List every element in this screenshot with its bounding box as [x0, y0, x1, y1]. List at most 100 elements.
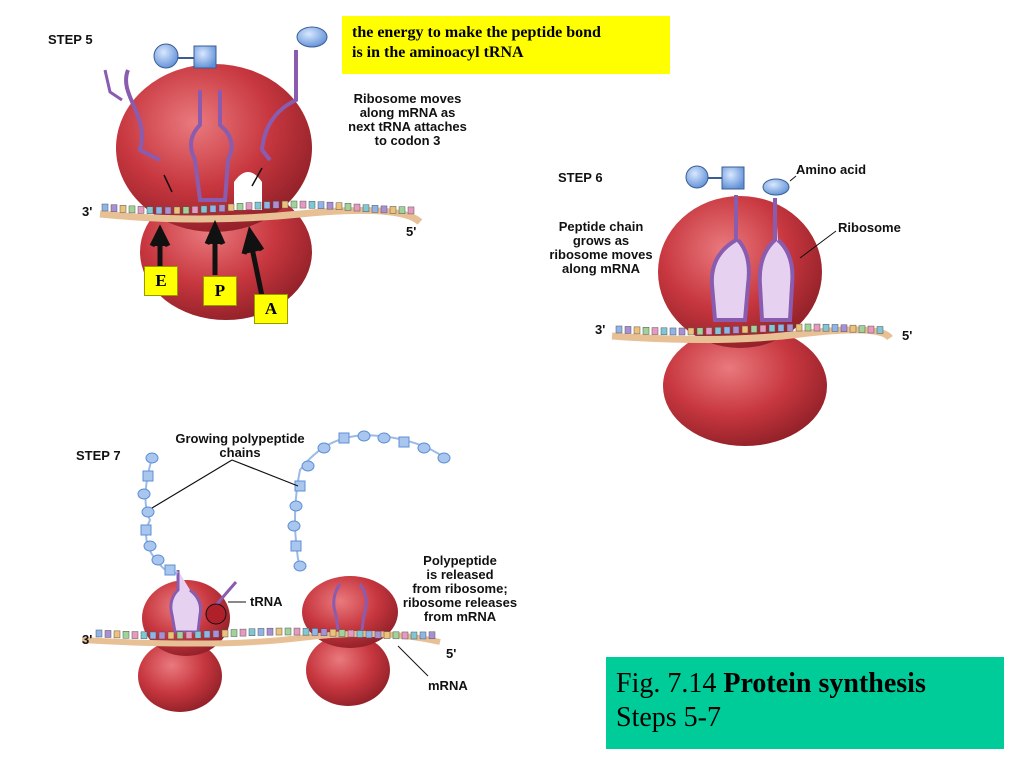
- codon-base: [651, 327, 659, 335]
- codon-base: [362, 204, 370, 212]
- codon-base: [428, 631, 436, 640]
- codon-base: [113, 630, 121, 639]
- figure-caption: Fig. 7.14 Protein synthesis Steps 5-7: [606, 657, 1004, 749]
- codon-base: [398, 206, 406, 214]
- codon-base: [263, 201, 271, 209]
- codon-base: [311, 628, 319, 636]
- step7-ribosome1-small: [138, 640, 222, 712]
- codon-base: [275, 627, 283, 636]
- step6-trna-a: [757, 198, 795, 322]
- energy-note-line1: the energy to make the peptide bond: [352, 24, 601, 41]
- codon-base: [732, 326, 740, 334]
- codon-base: [615, 325, 623, 334]
- codon-base: [822, 323, 830, 332]
- step5-diagram: [99, 26, 423, 320]
- codon-base: [227, 203, 235, 212]
- codon-base: [401, 631, 409, 640]
- step5-large-subunit: [116, 64, 312, 232]
- codon-base: [149, 631, 157, 640]
- codon-base: [290, 200, 298, 209]
- amino-acid-bead: [417, 442, 431, 454]
- codon-base: [705, 327, 713, 335]
- codon-base: [795, 323, 803, 332]
- figure-number: Fig. 7.14: [616, 668, 724, 699]
- codon-base: [308, 201, 316, 209]
- step7-diagram: [81, 430, 451, 712]
- codon-base: [365, 630, 373, 639]
- a-site-label: A: [254, 294, 288, 324]
- codon-base: [624, 326, 632, 334]
- step5-title: STEP 5: [48, 32, 93, 47]
- codon-base: [194, 630, 202, 639]
- codon-base: [119, 205, 127, 213]
- codon-base: [356, 630, 364, 638]
- codon-base: [840, 324, 848, 333]
- step6-amino-acid-1: [685, 165, 709, 189]
- step5-mrna: [99, 206, 423, 225]
- codon-base: [182, 206, 190, 214]
- codon-base: [383, 631, 391, 639]
- growing-chains-label: Growing polypeptide chains: [175, 431, 305, 460]
- amino-acid-bead: [338, 432, 350, 444]
- codon-base: [254, 201, 262, 210]
- codon-base: [281, 200, 289, 209]
- codon-base: [272, 201, 280, 209]
- step6-codons: [615, 323, 884, 336]
- codon-base: [347, 629, 355, 638]
- step5-amino-acid-1: [153, 43, 179, 69]
- step6-title: STEP 6: [558, 170, 603, 185]
- codon-base: [131, 631, 139, 639]
- codon-base: [660, 327, 668, 336]
- codon-base: [777, 324, 785, 332]
- codon-base: [410, 631, 418, 640]
- step6-caption: Peptide chain grows as ribosome moves al…: [549, 219, 653, 276]
- codon-base: [128, 205, 136, 214]
- codon-base: [329, 628, 337, 637]
- amino-acid-bead: [143, 540, 157, 552]
- codon-base: [104, 630, 112, 638]
- step5-caption: Ribosome moves along mRNA as next tRNA a…: [348, 91, 467, 148]
- step6-amino-acid-3: [762, 178, 790, 196]
- codon-base: [185, 631, 193, 639]
- codon-base: [101, 203, 109, 212]
- step7-polypeptide-1: [137, 452, 176, 576]
- codon-base: [248, 628, 256, 636]
- step6-trna-p: [709, 195, 751, 322]
- amino-acid-bead: [145, 452, 159, 464]
- step6-5prime: 5': [902, 328, 913, 343]
- amino-acid-bead: [289, 500, 303, 512]
- amino-acid-label: Amino acid: [796, 162, 867, 177]
- codon-base: [380, 205, 388, 214]
- codon-base: [257, 628, 265, 636]
- codon-base: [876, 326, 884, 334]
- step6-small-subunit: [663, 326, 827, 446]
- codon-base: [407, 206, 415, 215]
- codon-base: [371, 205, 379, 213]
- amino-acid-bead: [142, 470, 154, 482]
- amino-acid-bead: [437, 452, 451, 464]
- codon-base: [335, 202, 343, 210]
- codon-base: [741, 325, 749, 334]
- e-site-arrow: [149, 224, 171, 270]
- amino-acid-bead: [301, 460, 315, 472]
- amino-acid-bead: [141, 506, 155, 518]
- amino-acid-bead: [317, 442, 331, 454]
- codon-base: [344, 203, 352, 211]
- amino-acid-bead: [290, 540, 302, 552]
- amino-acid-bead: [357, 430, 371, 442]
- codon-base: [317, 201, 325, 209]
- codon-base: [714, 326, 722, 335]
- a-site-arrow: [241, 226, 265, 297]
- codon-base: [212, 630, 220, 638]
- amino-acid-bead: [294, 480, 306, 492]
- codon-base: [230, 629, 238, 637]
- step7-ribosome2-small: [306, 634, 390, 706]
- codon-base: [389, 206, 397, 214]
- amino-acid-bead: [140, 524, 152, 536]
- figure-subtitle: Steps 5-7: [616, 702, 721, 733]
- step6-3prime: 3': [595, 322, 606, 337]
- codon-base: [284, 627, 292, 636]
- codon-base: [218, 204, 226, 212]
- codon-base: [146, 206, 154, 214]
- amino-acid-bead: [398, 436, 410, 448]
